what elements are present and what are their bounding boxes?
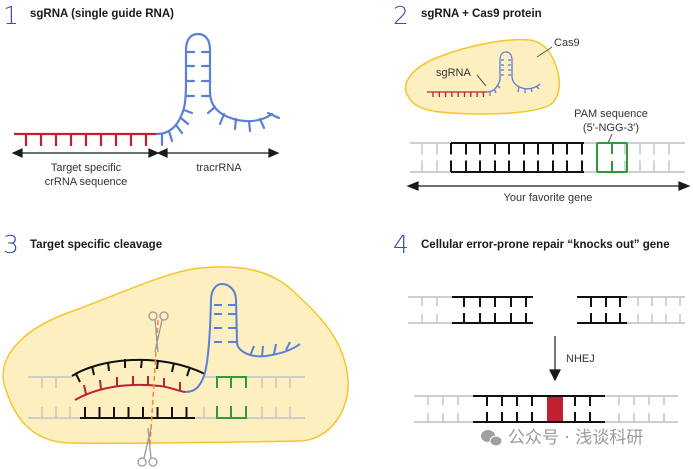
- crRNA-label-line2: crRNA sequence: [45, 176, 128, 188]
- sgRNA-small-tracrRNA: [486, 51, 541, 96]
- displaced-strand-tick: [91, 365, 95, 376]
- sgRNA-label: sgRNA: [436, 67, 472, 79]
- guide-rna-tick: [83, 384, 87, 395]
- tracrRNA-label: tracrRNA: [196, 162, 242, 174]
- cut-dna-left-fragment: [408, 296, 533, 324]
- guide-rna-tick: [99, 379, 102, 390]
- crRNA-strand: [14, 132, 157, 146]
- crRNA-span-arrow: [11, 148, 160, 158]
- cas9-protein-shape: [2, 266, 349, 445]
- displaced-strand-tick: [171, 362, 175, 373]
- tracrRNA-bound: [184, 282, 301, 393]
- step-number-3: 3: [3, 230, 19, 259]
- tracrRNA-strand: [155, 32, 281, 147]
- panel-3-title: Target specific cleavage: [30, 239, 162, 251]
- wechat-icon: [481, 430, 503, 447]
- gene-span-arrow: [406, 181, 691, 191]
- cas9-protein-shape: [404, 38, 561, 115]
- repaired-dna-with-indel: [414, 395, 678, 423]
- sgRNA-small-crRNA: [427, 91, 487, 97]
- displaced-strand-tick: [107, 361, 110, 372]
- panel-2: 2 sgRNA + Cas9 protein Cas9 sgRNA: [393, 1, 691, 204]
- panel-2-title: sgRNA + Cas9 protein: [421, 8, 542, 20]
- gene-label: Your favorite gene: [504, 192, 593, 204]
- scissors-icon: [148, 311, 169, 353]
- panel-1: 1 sgRNA (single guide RNA): [3, 1, 281, 188]
- nhej-label: NHEJ: [566, 353, 595, 365]
- pam-leader-line: [607, 133, 613, 144]
- cut-dna-right-fragment: [577, 296, 685, 324]
- watermark-text: 公众号 · 浅谈科研: [508, 428, 643, 448]
- pam-label-line1: PAM sequence: [574, 108, 648, 120]
- step-number-2: 2: [393, 1, 409, 30]
- tracrRNA-span-arrow: [156, 148, 280, 158]
- target-gene-dna: [410, 142, 685, 173]
- panel-3: 3 Target specific cleavage: [2, 230, 349, 467]
- displaced-strand-tick: [156, 359, 159, 370]
- sgRNA-leader-line: [476, 74, 487, 87]
- cas9-label: Cas9: [554, 37, 580, 49]
- panel-1-title: sgRNA (single guide RNA): [30, 8, 174, 20]
- displaced-dna-strand: [71, 358, 206, 383]
- pam-site: [596, 142, 628, 173]
- cas9-leader-line: [536, 46, 553, 58]
- displaced-strand-tick: [75, 373, 81, 383]
- nhej-arrow: [549, 336, 561, 382]
- displaced-strand-tick: [140, 358, 143, 369]
- step-number-4: 4: [393, 230, 409, 259]
- crRNA-label-line1: Target specific: [51, 162, 122, 174]
- panel-4: 4 Cellular error-prone repair “knocks ou…: [393, 230, 685, 423]
- watermark: 公众号 · 浅谈科研: [481, 428, 643, 448]
- guide-rna-bound: [74, 376, 186, 401]
- scissors-icon: [137, 427, 158, 467]
- pam-site: [216, 376, 247, 419]
- indel-insertion: [547, 396, 563, 422]
- displaced-strand-tick: [186, 366, 191, 377]
- pam-label-line2: (5'-NGG-3'): [583, 122, 639, 134]
- panel-4-title: Cellular error-prone repair “knocks out”…: [421, 239, 670, 251]
- step-number-1: 1: [3, 1, 19, 30]
